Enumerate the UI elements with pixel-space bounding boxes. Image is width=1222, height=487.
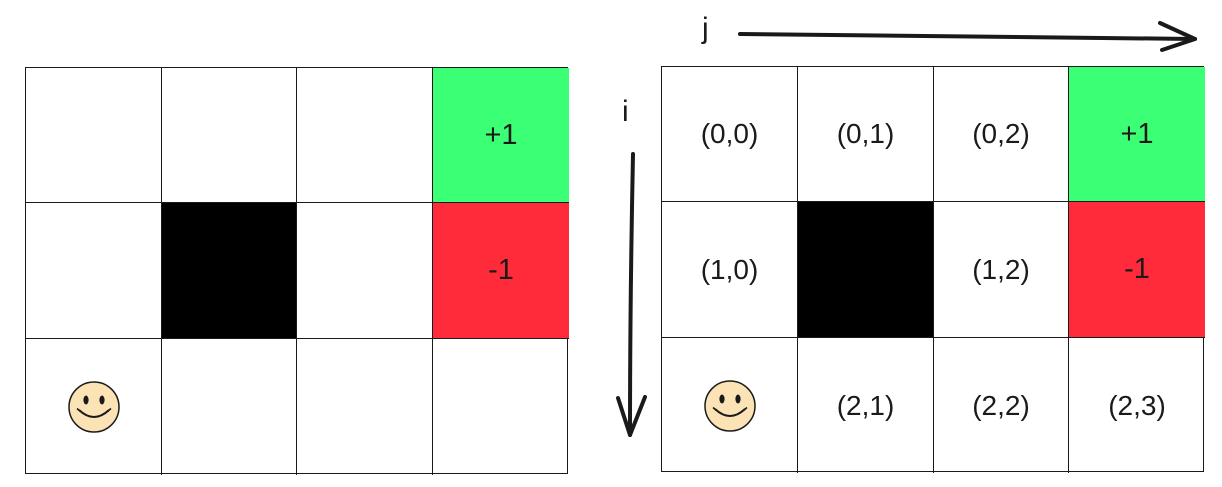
goal-reward-label: +1 xyxy=(484,118,518,151)
grid-cell xyxy=(26,203,162,339)
smiley-face-icon xyxy=(67,381,120,433)
smiley-face-icon xyxy=(703,379,756,432)
grid-cell xyxy=(26,68,162,203)
pit-reward-label: -1 xyxy=(1124,253,1150,285)
state-cell: (1,2) xyxy=(934,202,1069,338)
grid-cell xyxy=(297,203,433,339)
row-axis-label: i xyxy=(622,95,629,128)
grid-cell xyxy=(297,68,433,203)
state-cell: (2,2) xyxy=(934,338,1069,473)
column-axis-label: j xyxy=(702,12,709,45)
state-cell: (0,0) xyxy=(662,67,798,202)
column-axis-arrow-icon xyxy=(738,21,1197,52)
goal-reward-label: +1 xyxy=(1120,117,1154,150)
grid-cell xyxy=(162,339,297,475)
pit-cell: -1 xyxy=(433,203,569,339)
grid-cell xyxy=(162,68,297,203)
goal-cell: +1 xyxy=(433,68,569,203)
state-cell: (0,2) xyxy=(934,67,1069,202)
pit-cell: -1 xyxy=(1069,202,1205,338)
goal-cell: +1 xyxy=(1069,67,1205,202)
right-gridworld: (0,0) (0,1) (0,2) +1 (1,0) (1,2) -1 (2,1… xyxy=(661,66,1205,473)
grid-cell xyxy=(433,339,569,475)
agent-cell xyxy=(662,338,798,473)
grid-cell xyxy=(297,339,433,475)
state-cell: (1,0) xyxy=(662,202,798,338)
left-gridworld: +1 -1 xyxy=(25,67,569,475)
state-cell: (2,1) xyxy=(798,338,934,473)
agent-cell xyxy=(26,339,162,475)
pit-reward-label: -1 xyxy=(488,254,514,286)
wall-cell xyxy=(798,202,934,338)
state-cell: (2,3) xyxy=(1108,389,1166,421)
wall-cell xyxy=(162,203,297,339)
row-axis-arrow-icon xyxy=(616,152,647,437)
state-cell: (0,1) xyxy=(798,67,934,202)
